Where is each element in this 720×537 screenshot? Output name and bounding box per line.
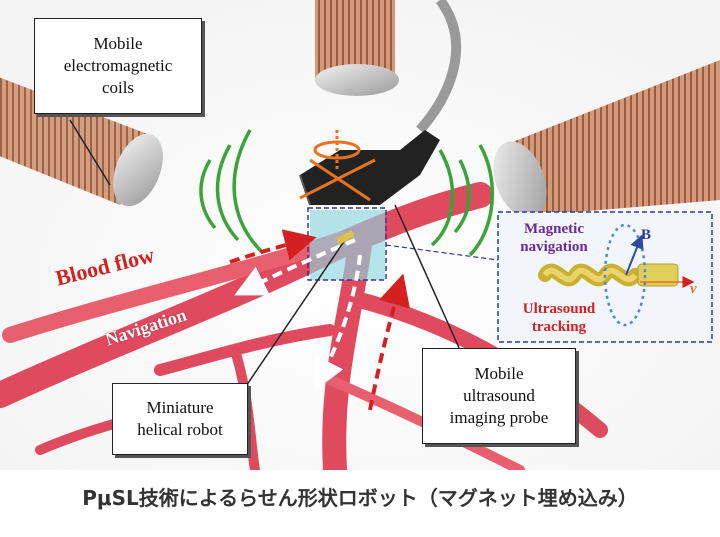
robot-label-line-1: Miniature	[146, 398, 214, 417]
blood-flow-arrow	[229, 229, 317, 264]
ultrasound-line-2: tracking	[531, 319, 587, 335]
figure-caption: PμSL技術によるらせん形状ロボット（マグネット埋め込み）	[82, 486, 638, 510]
magnetic-line-2: navigation	[520, 239, 588, 255]
navigation-down-arrow	[314, 254, 362, 391]
coils-label-line-2: electromagnetic	[63, 56, 173, 75]
robot-callout: Miniature helical robot	[112, 383, 248, 455]
ultrasound-probe	[299, 130, 440, 206]
coils-label-line-1: Mobile	[93, 34, 143, 53]
diagram-illustration	[0, 0, 720, 482]
magnetic-line-1: Magnetic	[524, 221, 584, 237]
right-coil	[493, 60, 720, 219]
ultrasound-line-1: Ultrasound	[522, 301, 596, 317]
leader-lines	[69, 119, 461, 396]
probe-callout: Mobile ultrasound imaging probe	[422, 348, 576, 444]
navigation-arrow	[234, 238, 356, 296]
robot-marker	[336, 230, 355, 245]
probe-label-line-2: ultrasound	[463, 386, 535, 405]
coils-callout: Mobile electromagnetic coils	[34, 18, 202, 114]
field-symbol: B	[641, 227, 652, 243]
top-coil	[315, 0, 399, 96]
probe-label-line-1: Mobile	[474, 364, 524, 383]
velocity-symbol: v	[690, 281, 697, 297]
coils-label-line-3: coils	[101, 78, 135, 97]
probe-motion-arrows	[299, 130, 376, 202]
magnetic-navigation-label: Magnetic navigation	[504, 220, 604, 256]
electromagnetic-waves	[199, 129, 495, 257]
diagram-stage: Mobile electromagnetic coils Miniature h…	[0, 0, 720, 482]
inset-panel	[497, 211, 713, 343]
robot-label-line-2: helical robot	[137, 420, 223, 439]
helical-robot-zoom	[538, 263, 679, 287]
blood-flow-up-arrow	[368, 273, 410, 411]
probe-cable	[416, 0, 462, 134]
ultrasound-tracking-label: Ultrasound tracking	[504, 300, 614, 336]
probe-label-line-3: imaging probe	[449, 408, 549, 427]
zoom-link	[385, 244, 499, 261]
